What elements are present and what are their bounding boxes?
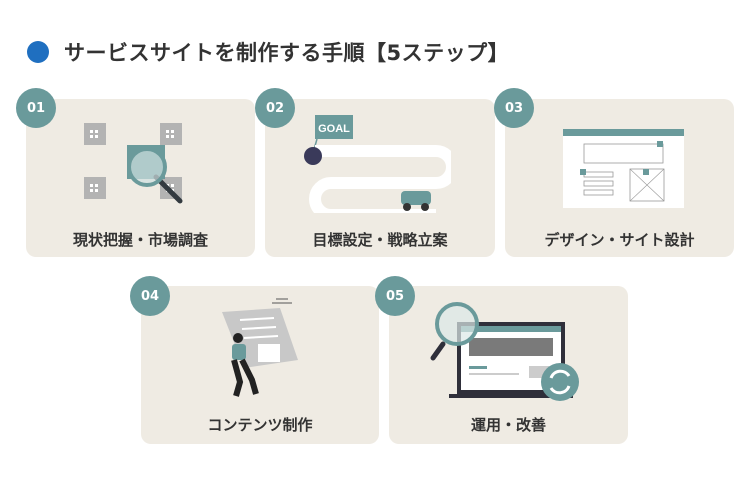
step-label: コンテンツ制作: [207, 416, 313, 434]
wireframe-icon: [563, 129, 684, 208]
step-card-2: GOAL 目標設定・戦略立案: [265, 99, 495, 257]
step-label: 目標設定・戦略立案: [312, 231, 448, 249]
page-title: サービスサイトを制作する手順【5ステップ】: [64, 41, 510, 65]
person-content-icon: [222, 298, 298, 397]
step-label: 運用・改善: [470, 416, 546, 434]
goal-flag-text: GOAL: [318, 123, 350, 135]
monitor-refresh-icon: [430, 302, 579, 401]
goal-road-car-icon: GOAL: [304, 115, 451, 213]
step-number-badge: 01: [16, 88, 56, 128]
step-label: 現状把握・市場調査: [72, 231, 208, 249]
step-card-3: デザイン・サイト設計: [505, 99, 734, 257]
step-card-4: コンテンツ制作: [141, 286, 379, 444]
step-number-badge: 04: [130, 276, 170, 316]
step-card-5: 運用・改善: [389, 286, 628, 444]
step-card-1: 現状把握・市場調査: [26, 99, 255, 257]
step-number-badge: 02: [255, 88, 295, 128]
step-number-badge: 05: [375, 276, 415, 316]
step-label: デザイン・サイト設計: [544, 231, 695, 249]
buildings-magnifier-icon: [84, 123, 183, 204]
title-bullet-icon: [27, 41, 49, 63]
step-number-badge: 03: [494, 88, 534, 128]
